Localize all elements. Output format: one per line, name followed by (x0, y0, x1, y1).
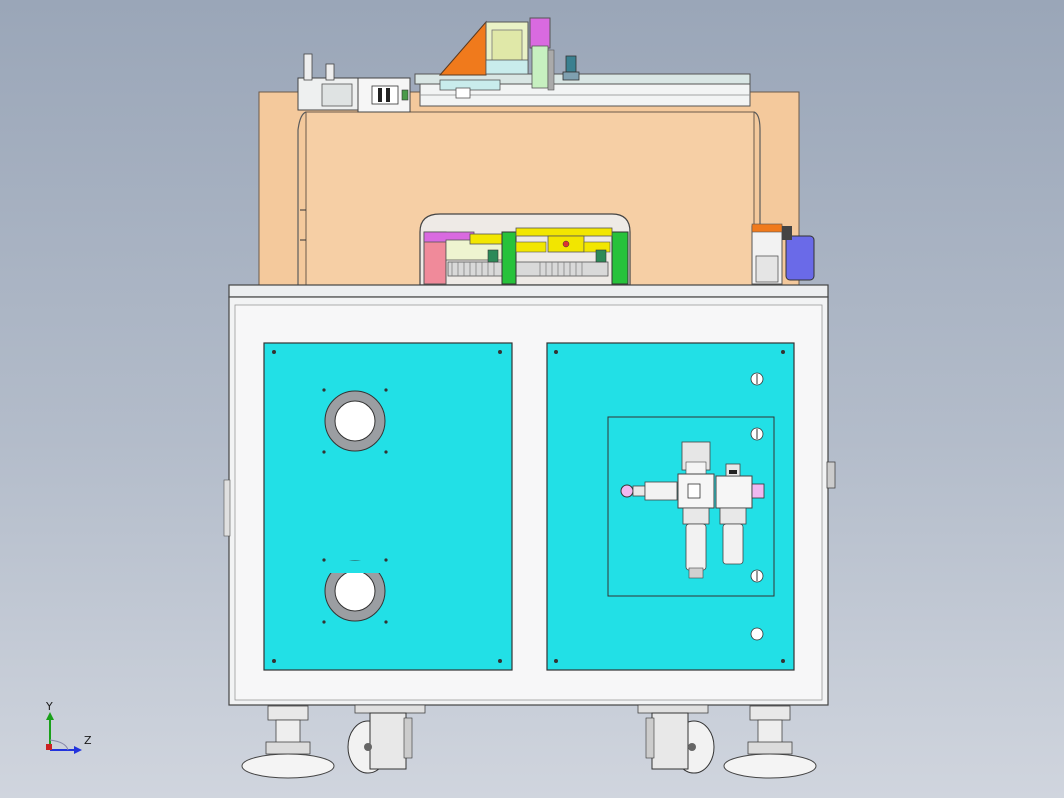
air-filter-regulator-unit (620, 441, 765, 579)
triad-z-label: Z (84, 734, 92, 747)
side-sensor-assembly (751, 223, 815, 285)
right-access-panel (546, 342, 795, 671)
wood-housing (258, 91, 800, 286)
linear-module (414, 17, 751, 107)
caster-wheels (347, 704, 715, 774)
ball-screw-module (423, 227, 629, 285)
left-access-panel (263, 342, 513, 671)
leveling-feet (241, 705, 817, 779)
axis-triad (46, 712, 82, 754)
servo-motor (297, 53, 411, 113)
triad-y-label: Y (46, 700, 53, 713)
table-top-plate (228, 284, 829, 298)
